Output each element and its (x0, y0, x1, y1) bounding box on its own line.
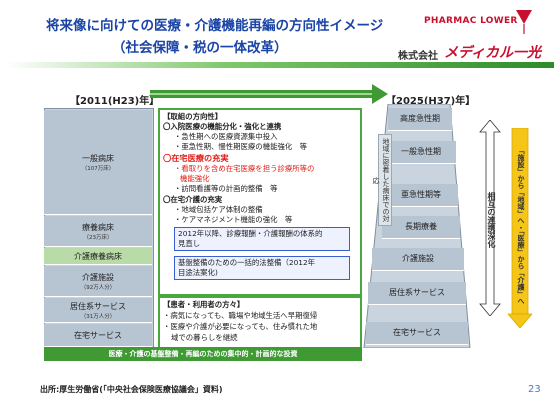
brand-logo-text: PHARMAC LOWER (424, 16, 518, 26)
shift-text: 「施設」から「地域」へ・「医療」から「介護」へ (517, 147, 525, 305)
left-care-facilities: 介護施設 （92万人分） (44, 266, 152, 297)
page-number: 23 (528, 384, 541, 395)
left-residential: 居住系サービス （31万人分） (44, 298, 152, 323)
local-beds-note: 地域に密着した病床での対応 (372, 134, 392, 226)
slide-title-line1: 将来像に向けての医療・介護機能再編の方向性イメージ (46, 18, 384, 34)
right-item-home-services: 在宅サービス (366, 322, 468, 345)
right-item-advanced-acute: 高度急性期 (388, 108, 452, 131)
right-item-subacute: 亜急性期等 (384, 184, 458, 207)
investment-bar: 医療・介護の基盤整備・再編のための集中的・計画的な投資 (44, 347, 362, 361)
header-divider (6, 62, 554, 68)
left-general-beds-count: （107万床） (81, 165, 115, 172)
reimbursement-review-box: 2012年以降、診療報酬・介護報酬の体系的 見直し (174, 227, 350, 251)
left-home-services: 在宅サービス (44, 324, 152, 347)
left-residential-count: （31万人分） (80, 313, 116, 320)
left-longterm-beds-count: （23万床） (83, 234, 113, 241)
patients-point-1: ・病気になっても、職場や地域生活へ早期復帰 (163, 311, 318, 320)
policy-item-2a: ・看取りを含め在宅医療を担う診療所等の (174, 164, 315, 173)
timeline-arrow-icon (150, 84, 388, 104)
policy-item-2a-cont: 機能強化 (180, 174, 210, 183)
slide-title-line2: （社会保障・税の一体改革） (112, 40, 288, 56)
company-name: メディカル一光 (444, 45, 542, 61)
reimbursement-review-line1: 2012年以降、診療報酬・介護報酬の体系的 (178, 229, 323, 238)
policy-item-2: 〇在宅医療の充実 (163, 153, 229, 163)
legislation-line1: 基盤整備のための一括的法整備（2012年 (178, 258, 316, 267)
cooperation-text: 相互の連携深化 (487, 192, 496, 248)
policy-item-2b: ・訪問看護等の計画的整備 等 (174, 184, 278, 193)
left-care-facilities-label: 介護施設 (82, 272, 114, 282)
left-longterm-beds: 療養病床 （23万床） (44, 216, 152, 247)
reimbursement-review-line2: 見直し (178, 239, 201, 248)
policy-item-1: 〇入院医療の機能分化・強化と連携 (163, 122, 282, 131)
brand-logo (420, 6, 550, 36)
source-footer: 出所:厚生労働省(「中央社会保険医療協議会」資料) (40, 385, 223, 394)
policy-item-3: 〇在宅介護の充実 (163, 195, 223, 204)
cooperation-arrow-icon (479, 120, 501, 316)
right-item-longterm: 長期療養 (382, 216, 460, 239)
left-general-beds: 一般病床 （107万床） (44, 110, 152, 215)
policy-heading: 【取組の方向性】 (163, 112, 223, 121)
flower-logo-icon (516, 10, 532, 34)
left-care-facilities-count: （92万人分） (80, 284, 116, 291)
left-care-beds-label: 介護療養病床 (74, 251, 122, 261)
left-general-beds-label: 一般病床 (82, 153, 114, 163)
patients-box: 【患者・利用者の方々】 ・病気になっても、職場や地域生活へ早期復帰 ・医療や介護… (158, 296, 362, 354)
right-item-general-acute: 一般急性期 (386, 141, 456, 164)
policy-item-1a: ・急性期への医療資源集中投入 (174, 132, 278, 141)
legislation-box: 基盤整備のための一括的法整備（2012年 目途法案化) (174, 256, 350, 280)
left-longterm-beds-label: 療養病床 (82, 222, 114, 232)
right-item-residential: 居住系サービス (368, 282, 466, 305)
policy-item-3a: ・地域包括ケア体制の整備 (174, 205, 263, 214)
patients-point-2: ・医療や介護が必要になっても、住み慣れた地 (163, 322, 318, 331)
year-2011: 【2011(H23)年】 (70, 96, 160, 107)
policy-direction-box: 【取組の方向性】 〇入院医療の機能分化・強化と連携 ・急性期への医療資源集中投入… (158, 108, 362, 296)
year-2025: 【2025(H37)年】 (386, 96, 476, 107)
left-residential-label: 居住系サービス (70, 301, 126, 311)
policy-item-1b: ・亜急性期、慢性期医療の機能強化 等 (174, 142, 308, 151)
shift-arrow-icon (508, 128, 532, 328)
left-care-beds: 介護療養病床 (44, 248, 152, 265)
left-home-services-label: 在宅サービス (74, 330, 122, 340)
right-item-care-facility: 介護施設 (372, 248, 464, 271)
policy-item-3b: ・ケアマネジメント機能の強化 等 (174, 215, 293, 224)
patients-point-2-cont: 域での暮らしを継続 (171, 333, 238, 342)
patients-heading: 【患者・利用者の方々】 (163, 300, 245, 309)
legislation-line2: 目途法案化) (178, 268, 218, 277)
company-prefix: 株式会社 (398, 51, 438, 62)
